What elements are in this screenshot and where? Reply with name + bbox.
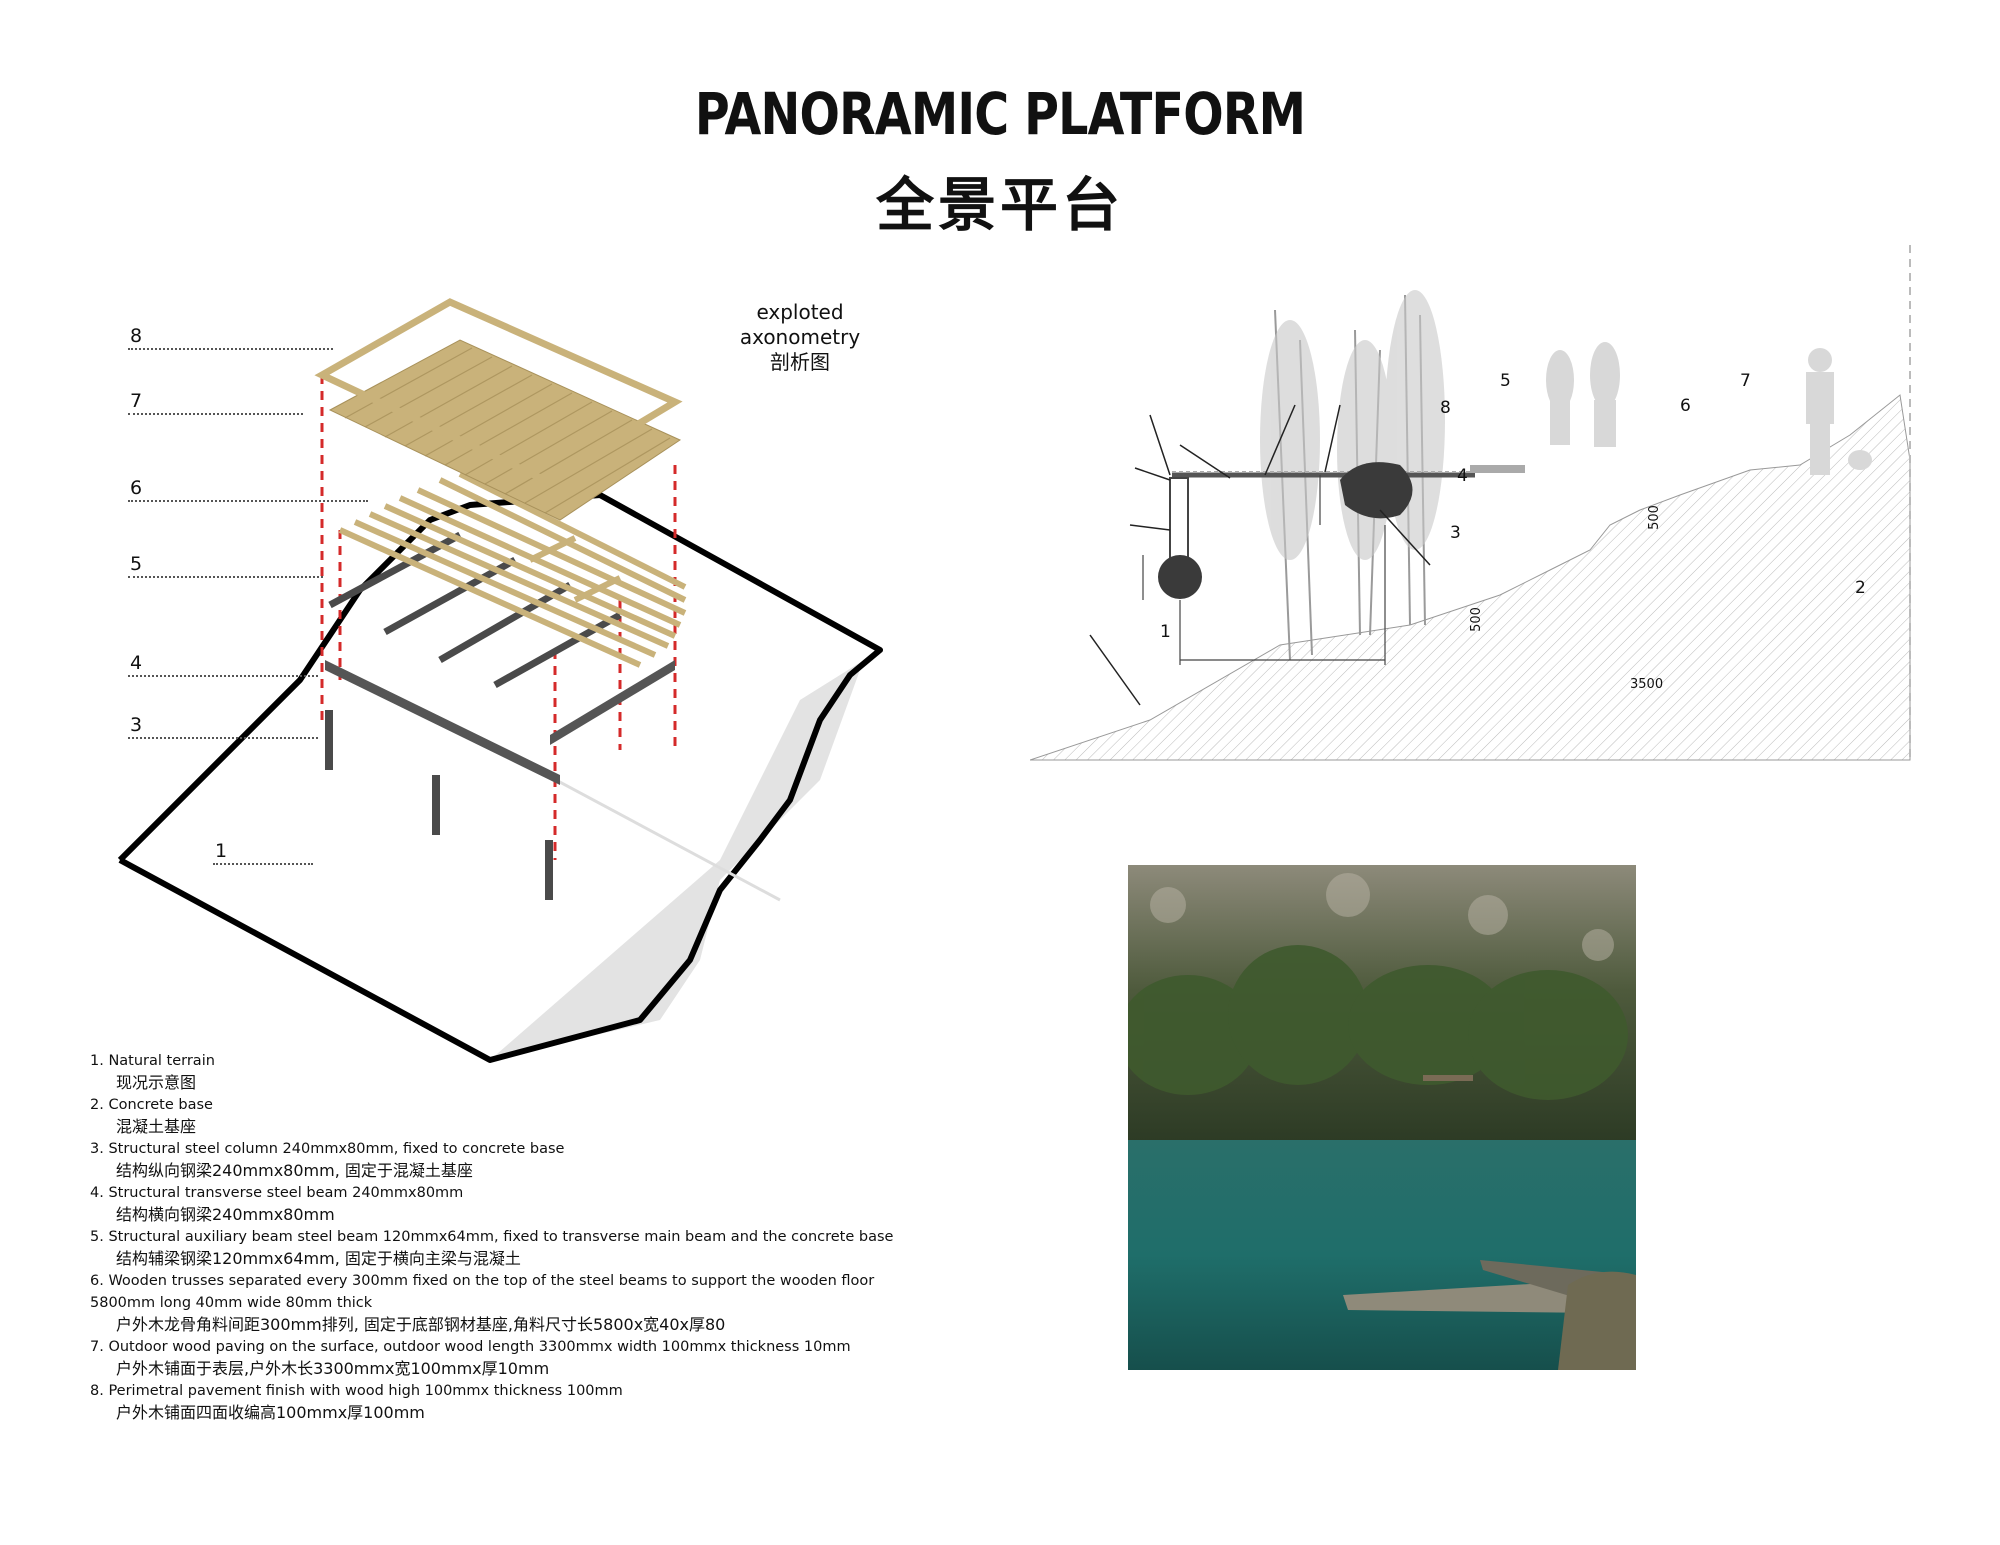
axo-callout-4: 4: [130, 652, 143, 674]
truss: [383, 503, 677, 639]
terrain-section: [1029, 394, 1911, 761]
legend-item-4-cn: 结构横向钢梁240mmx80mm: [116, 1205, 335, 1224]
section-callout-7: 7: [1740, 371, 1751, 391]
transverse-beam: [325, 660, 560, 785]
concrete-base-small: [1158, 555, 1202, 599]
truss: [458, 471, 687, 590]
dimension-label-3500: 3500: [1630, 677, 1664, 692]
legend-item-6-line2: 5800mm long 40mm wide 80mm thick: [90, 1295, 373, 1311]
terrain-side: [490, 650, 880, 1060]
legend-item-1-cn: 现况示意图: [116, 1073, 197, 1092]
legend-item-4: 4. Structural transverse steel beam 240m…: [90, 1185, 464, 1201]
legend-item-6-cn: 户外木龙骨角料间距300mm排列, 固定于底部钢材基座,角料尺寸长5800x宽4…: [116, 1315, 726, 1334]
axonometry-caption-cn: 剖析图: [770, 350, 830, 374]
axo-callout-1: 1: [215, 840, 228, 862]
aux-beam: [493, 611, 622, 689]
steel-column: [325, 710, 333, 770]
section-callout-2: 2: [1855, 578, 1866, 598]
axo-leader-7: [128, 413, 303, 415]
bamboo-foliage: [1260, 290, 1445, 560]
truss: [438, 477, 687, 603]
steel-column: [432, 775, 440, 835]
axo-callout-8: 8: [130, 325, 143, 347]
platform-in-photo: [1423, 1075, 1473, 1081]
axonometry-caption-line1: exploted: [756, 300, 844, 324]
aux-beam: [383, 556, 517, 636]
dimension-lines: [1142, 475, 1386, 665]
legend-item-8-cn: 户外木铺面四面收编高100mmx厚100mm: [116, 1403, 425, 1422]
transverse-beam-right: [550, 660, 675, 745]
truss: [338, 527, 642, 668]
site-photo-svg: [1128, 865, 1636, 1370]
terrain-outline: [117, 492, 883, 1063]
truss: [353, 519, 657, 658]
section-callout-8: 8: [1440, 398, 1451, 418]
axo-leader-5: [128, 576, 323, 578]
axo-leader-3: [128, 737, 318, 739]
axo-callout-5: 5: [130, 553, 143, 575]
legend-item-1: 1. Natural terrain: [90, 1053, 215, 1069]
axonometry-svg: [117, 298, 883, 1063]
axo-callout-3: 3: [130, 714, 143, 736]
snow-patches: [1150, 873, 1614, 961]
axonometry-caption: exploted axonometry 剖析图: [690, 300, 910, 375]
wooden-trusses: [338, 471, 687, 668]
page-title-cn: 全景平台: [875, 171, 1124, 239]
truss: [398, 495, 682, 628]
dimension-label-500-high: 500: [1646, 505, 1662, 530]
truss: [368, 511, 670, 649]
truss-cross: [573, 575, 622, 603]
concrete-base-large: [1340, 462, 1413, 519]
page-title: PANORAMIC PLATFORM: [694, 80, 1306, 148]
section-diagram: [1029, 240, 1950, 780]
legend-item-7: 7. Outdoor wood paving on the surface, o…: [90, 1339, 851, 1355]
axo-leader-6: [128, 500, 368, 502]
river-water: [1128, 1140, 1636, 1370]
axo-callout-6: 6: [130, 477, 143, 499]
dimension-label-500-low: 500: [1468, 607, 1484, 632]
legend-item-2-cn: 混凝土基座: [116, 1117, 197, 1136]
steel-column-section: [1169, 477, 1189, 559]
legend-item-3: 3. Structural steel column 240mmx80mm, f…: [90, 1141, 565, 1157]
axonometry-caption-line2: axonometry: [739, 325, 861, 349]
aux-beam: [438, 581, 572, 664]
axo-leader-1: [213, 863, 313, 865]
legend: 1. Natural terrain 现况示意图 2. Concrete bas…: [90, 1050, 990, 1424]
bamboo-grove: [1128, 945, 1628, 1100]
steel-columns: [325, 710, 553, 900]
people-silhouettes: [1546, 342, 1872, 475]
section-callout-5: 5: [1500, 371, 1511, 391]
legend-item-5-cn: 结构辅梁钢梁120mmx64mm, 固定于横向主梁与混凝土: [116, 1249, 521, 1268]
steel-column: [545, 840, 553, 900]
wood-paving: [328, 339, 682, 521]
legend-item-6: 6. Wooden trusses separated every 300mm …: [90, 1273, 875, 1289]
axo-leader-4: [128, 675, 318, 677]
wood-paving-grain: [344, 347, 671, 514]
platform-end: [1470, 465, 1525, 473]
axo-callout-7: 7: [130, 390, 143, 412]
axo-leader-8: [128, 348, 333, 350]
section-callout-6: 6: [1680, 396, 1691, 416]
legend-item-3-cn: 结构纵向钢梁240mmx80mm, 固定于混凝土基座: [116, 1161, 473, 1180]
axonometry-diagram: [0, 280, 1000, 1080]
callout-leaders: [1089, 404, 1431, 706]
section-callout-3: 3: [1450, 523, 1461, 543]
riverbank: [1558, 1271, 1636, 1370]
section-callout-4: 4: [1457, 466, 1468, 486]
perimetral-frame: [314, 298, 683, 484]
section-callout-1: 1: [1160, 622, 1171, 642]
terrain-top: [120, 500, 880, 1060]
site-photo: [1128, 865, 1636, 1370]
legend-item-7-cn: 户外木铺面于表层,户外木长3300mmx宽100mmx厚10mm: [116, 1359, 550, 1378]
section-svg: [1029, 245, 1911, 761]
truss-cross: [528, 535, 577, 563]
legend-item-5: 5. Structural auxiliary beam steel beam …: [90, 1229, 894, 1245]
legend-item-8: 8. Perimetral pavement finish with wood …: [90, 1383, 623, 1399]
legend-item-2: 2. Concrete base: [90, 1097, 213, 1113]
